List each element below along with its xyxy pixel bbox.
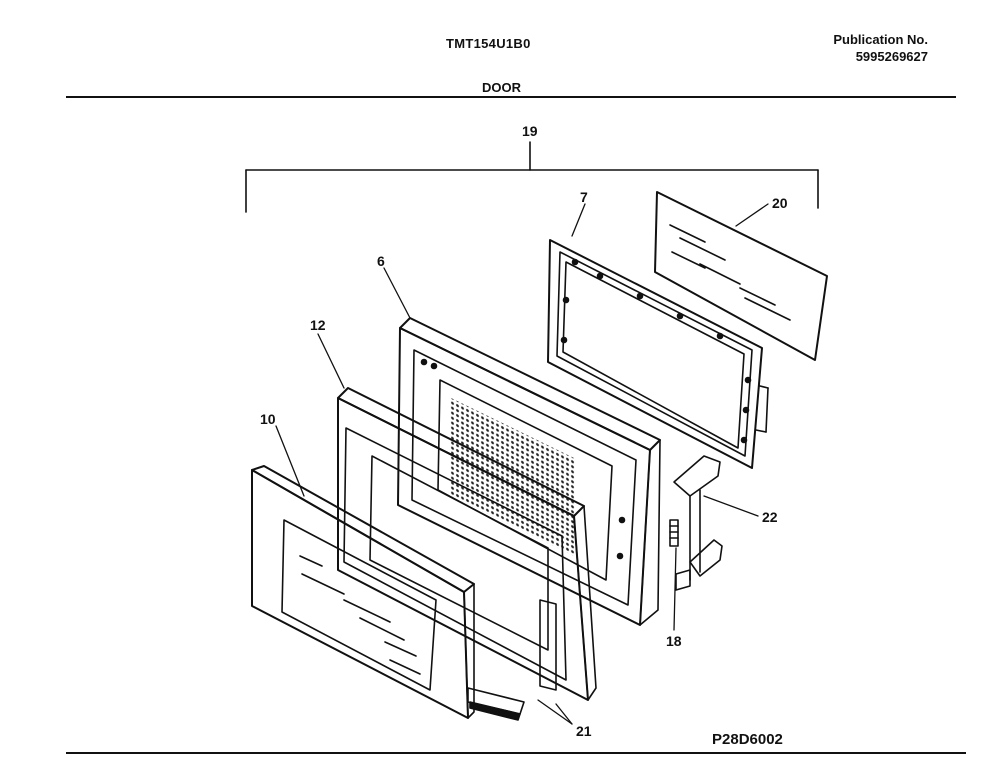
- leader-lines: [275, 203, 769, 725]
- callout-19: 19: [522, 123, 538, 139]
- callout-18: 18: [666, 633, 682, 649]
- publication-label: Publication No.: [833, 32, 928, 47]
- drawing-id: P28D6002: [712, 731, 783, 748]
- callout-6: 6: [377, 253, 385, 269]
- glass-panel: [654, 191, 828, 361]
- callout-21: 21: [576, 723, 592, 739]
- callout-10: 10: [260, 411, 276, 427]
- door-panel: [397, 317, 661, 626]
- header-divider: [66, 96, 956, 98]
- callout-20: 20: [772, 195, 788, 211]
- latch: [673, 455, 723, 591]
- footer-divider: [66, 752, 966, 754]
- section-title: DOOR: [482, 80, 521, 95]
- callout-12: 12: [310, 317, 326, 333]
- outer-door: [251, 465, 475, 719]
- inner-frame: [547, 239, 769, 469]
- spring: [669, 519, 679, 547]
- assembly-bracket: [245, 141, 819, 213]
- seal-strips: [467, 687, 525, 721]
- model-number: TMT154U1B0: [446, 36, 531, 51]
- callout-22: 22: [762, 509, 778, 525]
- callout-7: 7: [580, 189, 588, 205]
- choke-frame: [337, 387, 597, 701]
- publication-number: 5995269627: [855, 49, 928, 64]
